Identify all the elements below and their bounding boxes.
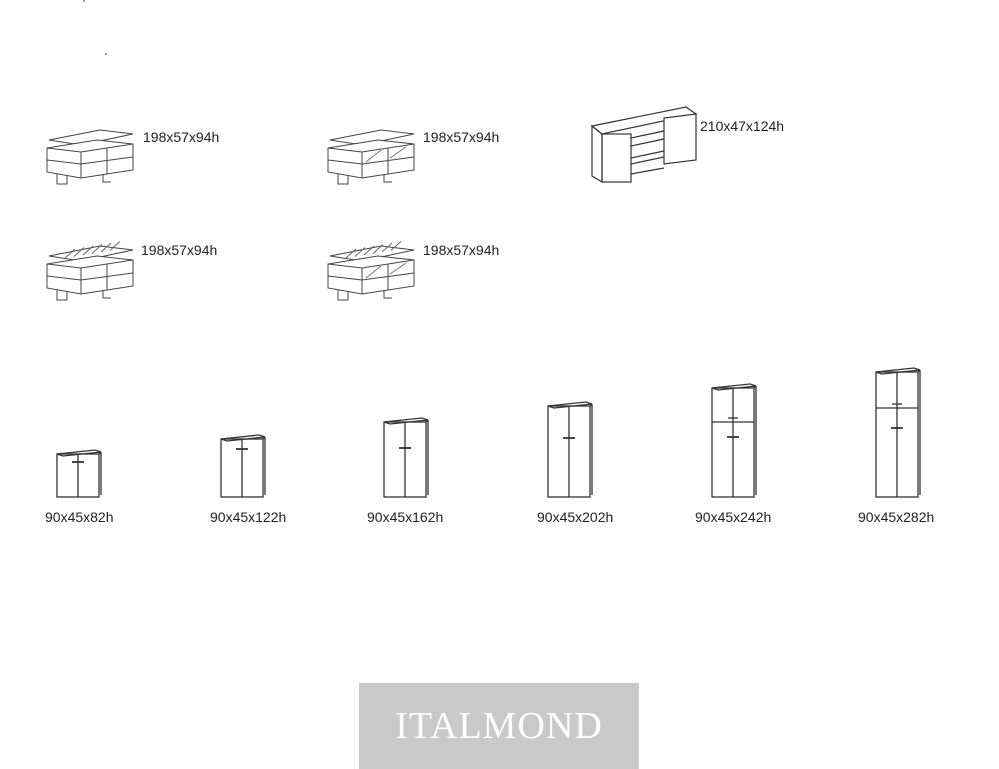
- cabinet-dimensions: 90x45x242h: [695, 509, 772, 525]
- sideboard-glass-top-drawing: [46, 241, 134, 301]
- sideboard-dimensions: 198x57x94h: [423, 129, 500, 145]
- sideboard-glass-top-glass-drawing: [327, 241, 415, 301]
- cabinet-drawing: [56, 449, 102, 498]
- cabinet-dimensions: 90x45x162h: [367, 509, 444, 525]
- cabinet-drawing: [220, 434, 266, 498]
- italmond-logo: ITALMOND: [359, 683, 639, 769]
- sideboard-glass-drawing: [327, 129, 415, 185]
- cabinet-dimensions: 90x45x282h: [858, 509, 935, 525]
- logo-text: ITALMOND: [395, 705, 603, 747]
- sideboard-dimensions: 198x57x94h: [143, 129, 220, 145]
- cabinet-drawing: [547, 401, 593, 498]
- speck: [83, 0, 85, 2]
- wall-unit-dimensions: 210x47x124h: [700, 118, 785, 134]
- cabinet-drawing: [383, 417, 429, 498]
- sideboard-dimensions: 198x57x94h: [423, 242, 500, 258]
- cabinet-dimensions: 90x45x202h: [537, 509, 614, 525]
- cabinet-drawing: [711, 383, 757, 498]
- sideboard-dimensions: 198x57x94h: [141, 242, 218, 258]
- wall-unit-drawing: [590, 106, 698, 184]
- speck: [105, 53, 107, 55]
- cabinet-dimensions: 90x45x82h: [45, 509, 114, 525]
- cabinet-dimensions: 90x45x122h: [210, 509, 287, 525]
- cabinet-drawing: [875, 367, 921, 498]
- sideboard-drawing: [46, 129, 134, 185]
